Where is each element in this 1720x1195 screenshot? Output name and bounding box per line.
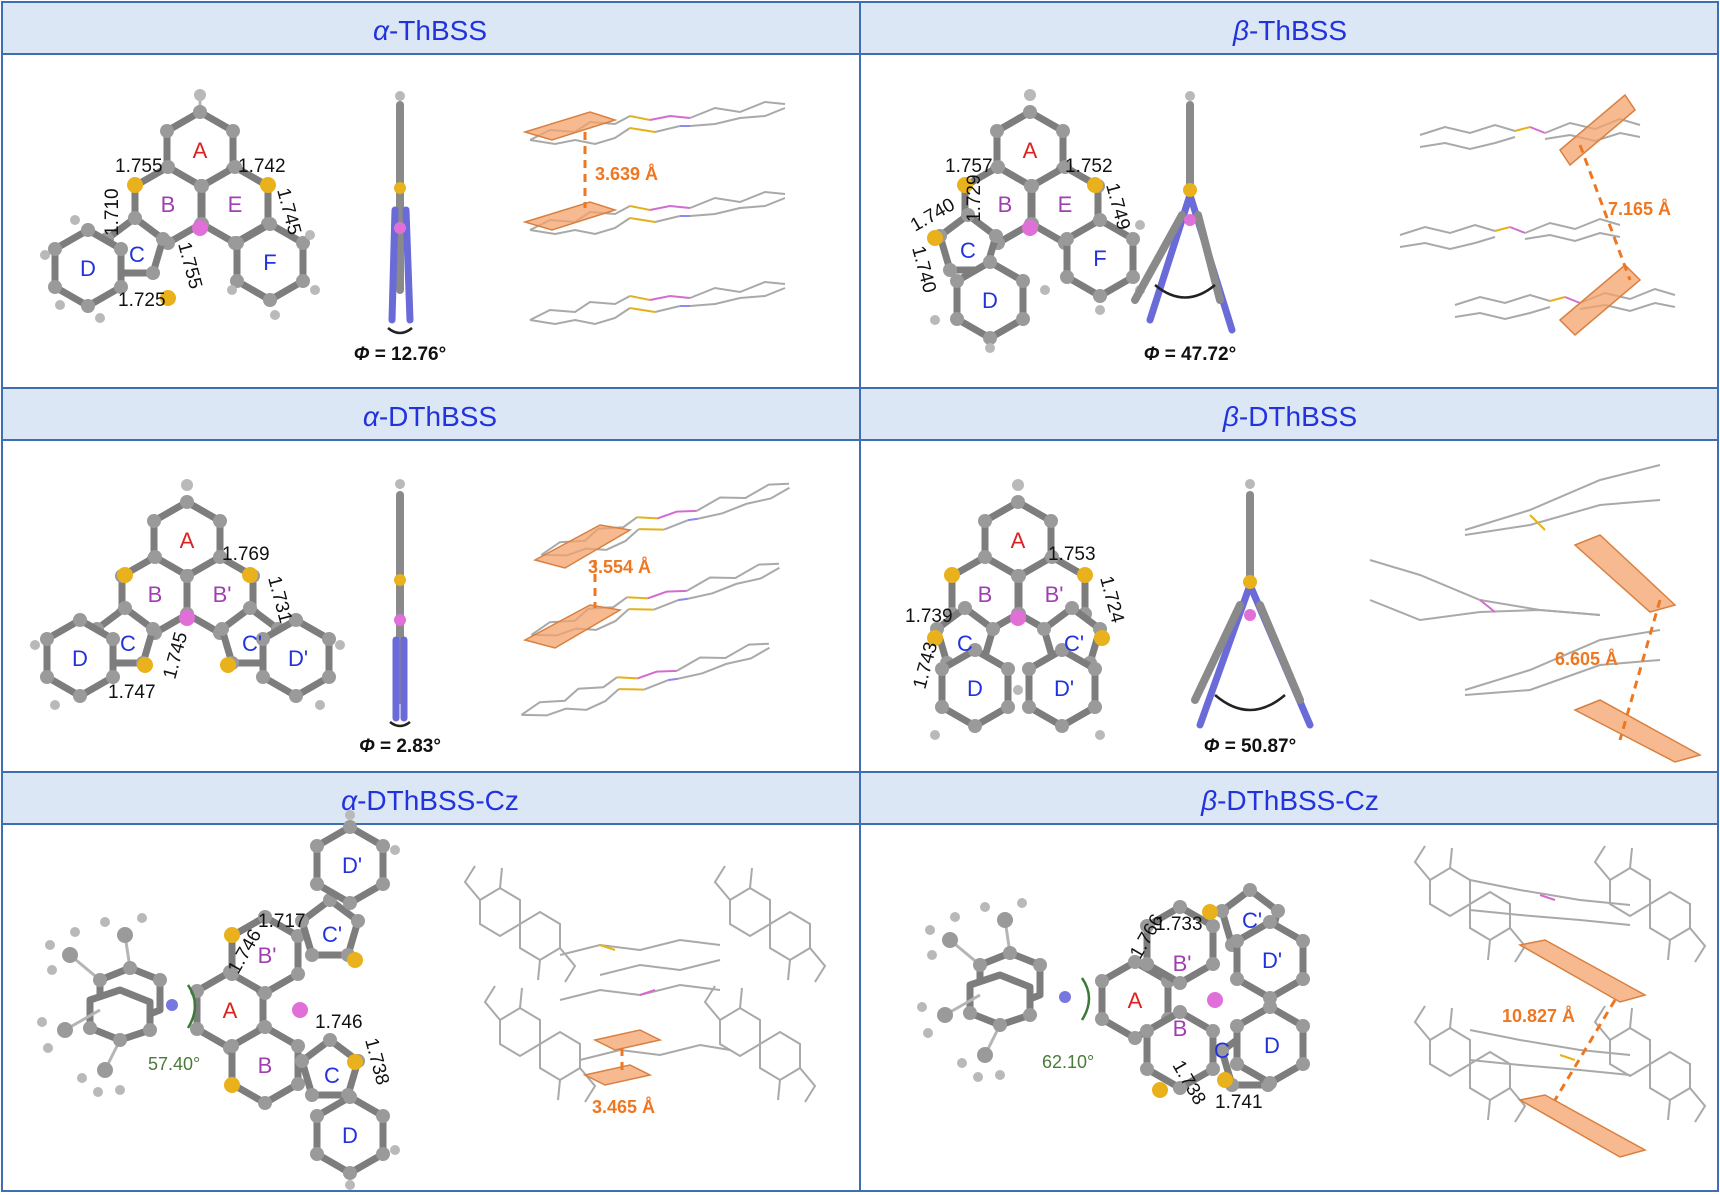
- panel-title-beta-dthbss-cz: β-DThBSS-Cz: [1200, 785, 1379, 816]
- bond-length-label: 1.725: [118, 290, 166, 311]
- stacking-distance-label: 10.827 Å: [1502, 1006, 1575, 1026]
- ring-label-F: F: [263, 250, 276, 275]
- beta-dthbss-side-view: [1191, 479, 1314, 729]
- phi-angle-label: Φ = 12.76°: [354, 344, 446, 365]
- alpha-dthbss-side-view: [389, 479, 411, 728]
- panel-title-beta-thbss: β-ThBSS: [1232, 15, 1347, 46]
- alpha-thbss-side-view: [387, 91, 414, 335]
- ring-label-D-prime: D': [1262, 948, 1282, 973]
- bond-length-label: 1.740: [907, 244, 940, 295]
- bond-length-label: 1.769: [222, 544, 270, 565]
- ring-label-D: D: [72, 646, 88, 671]
- dihedral-angle-label: 57.40°: [148, 1054, 200, 1074]
- alpha-thbss-molecule: [40, 89, 320, 323]
- phi-angle-label: Φ = 47.72°: [1144, 344, 1236, 365]
- bond-length-label: 1.745: [160, 630, 193, 681]
- ring-label-D: D: [80, 256, 96, 281]
- bond-length-label: 1.757: [945, 156, 993, 177]
- ring-label-C: C: [957, 631, 973, 656]
- ring-label-B-prime: B': [1173, 951, 1192, 976]
- beta-dthbss-molecule: [927, 479, 1110, 740]
- ring-label-B: B: [978, 582, 993, 607]
- ring-label-A: A: [193, 138, 208, 163]
- ring-label-D: D: [967, 676, 983, 701]
- ring-label-B: B: [1173, 1016, 1188, 1041]
- ring-label-B-prime: B': [1045, 582, 1064, 607]
- stacking-distance-label: 7.165 Å: [1608, 199, 1671, 219]
- ring-label-D-prime: D': [1054, 676, 1074, 701]
- ring-label-C: C: [324, 1063, 340, 1088]
- beta-thbss-molecule: [927, 89, 1145, 353]
- stacking-distance-label: 3.465 Å: [592, 1097, 655, 1117]
- bond-length-label: 1.729: [964, 174, 985, 222]
- ring-label-D: D: [1264, 1033, 1280, 1058]
- alpha-dthbss-molecule: [30, 479, 345, 710]
- ring-label-B: B: [998, 192, 1013, 217]
- bond-length-label: 1.724: [1095, 574, 1128, 626]
- bond-length-label: 1.747: [108, 682, 156, 703]
- bond-length-label: 1.755: [115, 156, 163, 177]
- alpha-dthbss-cz-stacking: [464, 865, 826, 1103]
- panel-title-alpha-dthbss: α-DThBSS: [363, 401, 497, 432]
- beta-thbss-stacking: [1399, 93, 1676, 337]
- panel-title-alpha-dthbss-cz: α-DThBSS-Cz: [341, 785, 519, 816]
- bond-length-label: 1.738: [360, 1036, 393, 1087]
- ring-label-B: B: [258, 1053, 273, 1078]
- phi-angle-label: Φ = 50.87°: [1204, 736, 1296, 757]
- stacking-distance-label: 6.605 Å: [1555, 649, 1618, 669]
- stacking-distance-label: 3.639 Å: [595, 164, 658, 184]
- alpha-dthbss-cz-molecule: [37, 810, 400, 1190]
- ring-label-D-prime: D': [342, 853, 362, 878]
- ring-label-C-prime: C': [322, 922, 342, 947]
- bond-length-label: 1.752: [1065, 156, 1113, 177]
- dihedral-angle-label: 62.10°: [1042, 1052, 1094, 1072]
- panel-title-beta-dthbss: β-DThBSS: [1222, 401, 1357, 432]
- ring-label-C: C: [960, 238, 976, 263]
- beta-dthbss-cz-stacking: [1414, 845, 1706, 1158]
- bond-length-label: 1.741: [1215, 1092, 1263, 1113]
- bond-length-label: 1.755: [173, 240, 206, 291]
- ring-label-C: C: [129, 242, 145, 267]
- alpha-dthbss-stacking: [515, 480, 796, 720]
- ring-label-A: A: [180, 528, 195, 553]
- ring-label-A: A: [1023, 138, 1038, 163]
- ring-label-D: D: [982, 288, 998, 313]
- ring-label-A: A: [223, 998, 238, 1023]
- ring-label-B-prime: B': [213, 582, 232, 607]
- panel-title-alpha-thbss: α-ThBSS: [373, 15, 487, 46]
- ring-label-A: A: [1011, 528, 1026, 553]
- beta-dthbss-cz-molecule: [917, 883, 1310, 1098]
- ring-label-E: E: [1058, 192, 1073, 217]
- bond-length-label: 1.753: [1048, 544, 1096, 565]
- bond-length-label: 1.717: [258, 911, 306, 932]
- bond-length-label: 1.742: [238, 156, 286, 177]
- ring-label-D-prime: D': [288, 646, 308, 671]
- ring-label-C-prime: C': [242, 631, 262, 656]
- ring-label-C: C: [1214, 1038, 1230, 1063]
- ring-label-D: D: [342, 1123, 358, 1148]
- ring-label-A: A: [1128, 988, 1143, 1013]
- ring-label-C: C: [120, 631, 136, 656]
- phi-angle-label: Φ = 2.83°: [359, 736, 441, 757]
- beta-thbss-side-view: [1131, 91, 1236, 334]
- bond-length-label: 1.710: [102, 188, 123, 236]
- ring-label-C-prime: C': [1242, 908, 1262, 933]
- bond-length-label: 1.733: [1155, 914, 1203, 935]
- ring-label-F: F: [1093, 246, 1106, 271]
- ring-label-E: E: [228, 192, 243, 217]
- ring-label-B: B: [148, 582, 163, 607]
- ring-label-B: B: [161, 192, 176, 217]
- alpha-thbss-stacking: [522, 101, 786, 325]
- ring-label-B-prime: B': [258, 943, 277, 968]
- stacking-distance-label: 3.554 Å: [588, 557, 651, 577]
- ring-label-C-prime: C': [1064, 631, 1084, 656]
- beta-dthbss-stacking: [1369, 464, 1702, 763]
- bond-length-label: 1.739: [905, 606, 953, 627]
- bond-length-label: 1.746: [315, 1012, 363, 1033]
